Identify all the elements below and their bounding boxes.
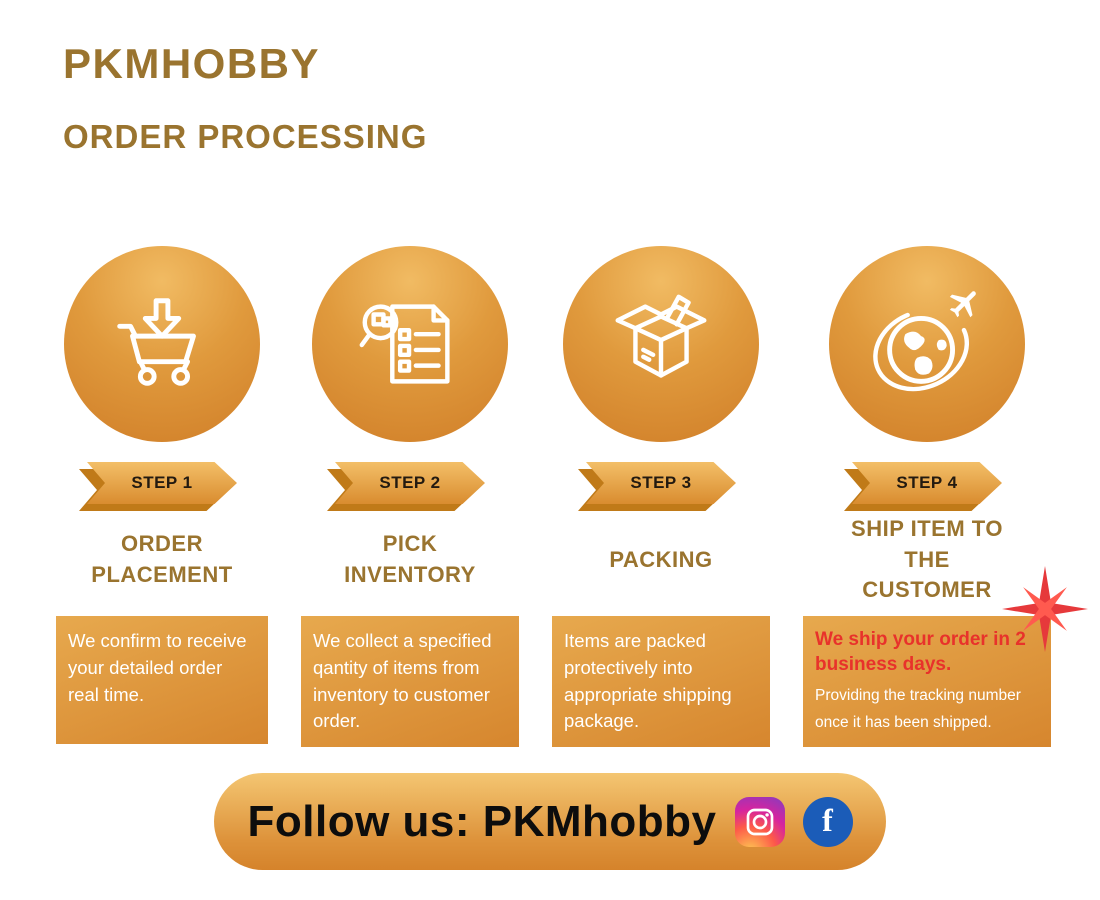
step-column-4: STEP 4 SHIP ITEM TO THE CUSTOMER We ship… xyxy=(803,246,1051,747)
instagram-icon[interactable] xyxy=(734,796,785,847)
description-text: We confirm to receive your detailed orde… xyxy=(68,630,247,705)
step-title: ORDER PLACEMENT xyxy=(91,531,233,587)
steps-row: STEP 1 ORDER PLACEMENT We confirm to rec… xyxy=(0,246,1100,748)
instagram-camera-glyph xyxy=(746,808,773,836)
description-text: Providing the tracking number once it ha… xyxy=(815,687,1021,732)
page-title: ORDER PROCESSING xyxy=(63,118,428,155)
step1-icon-circle xyxy=(64,246,260,442)
step-title: PICK INVENTORY xyxy=(344,531,476,587)
step2-description-box: We collect a specified qantity of items … xyxy=(301,616,519,748)
global-shipping-icon xyxy=(873,291,976,392)
step-title: PACKING xyxy=(609,546,713,572)
follow-banner: Follow us: PKMhobby f xyxy=(214,773,886,871)
step4-description-box: We ship your order in 2 business days. P… xyxy=(803,616,1051,747)
step4-badge: STEP 4 xyxy=(844,462,1002,511)
step2-badge: STEP 2 xyxy=(327,462,485,511)
description-highlight: We ship your order in 2 business days. xyxy=(815,629,1026,675)
step3-icon-circle xyxy=(563,246,759,442)
badge-ribbon: STEP 4 xyxy=(852,462,1002,504)
step-badge-label: STEP 2 xyxy=(379,473,441,492)
step-title: SHIP ITEM TO THE CUSTOMER xyxy=(851,515,1003,603)
badge-ribbon: STEP 2 xyxy=(335,462,485,504)
step-badge-label: STEP 4 xyxy=(896,473,958,492)
step1-description-box: We confirm to receive your detailed orde… xyxy=(56,616,268,744)
step4-icon-circle xyxy=(829,246,1025,442)
step2-icon-circle xyxy=(312,246,508,442)
step1-badge: STEP 1 xyxy=(79,462,237,511)
step-badge-label: STEP 3 xyxy=(630,473,692,492)
pick-inventory-icon xyxy=(359,304,450,384)
brand-title: PKMHOBBY xyxy=(63,40,321,87)
packing-box-icon xyxy=(615,294,707,378)
badge-ribbon: STEP 3 xyxy=(586,462,736,504)
step-badge-label: STEP 1 xyxy=(131,473,193,492)
follow-text: Follow us: PKMhobby xyxy=(247,796,717,846)
badge-ribbon: STEP 1 xyxy=(87,462,237,504)
step3-badge: STEP 3 xyxy=(578,462,736,511)
step-column-1: STEP 1 ORDER PLACEMENT We confirm to rec… xyxy=(56,246,268,747)
description-text: Items are packed protectively into appro… xyxy=(564,630,732,732)
facebook-f-glyph: f xyxy=(822,802,833,839)
cart-download-icon xyxy=(117,298,196,386)
facebook-icon[interactable]: f xyxy=(802,796,853,847)
description-text: We collect a specified qantity of items … xyxy=(313,630,492,732)
starburst-icon xyxy=(1002,566,1088,652)
footer: Follow us: PKMhobby f xyxy=(0,747,1100,871)
step-column-2: STEP 2 PICK INVENTORY We collect a speci… xyxy=(301,246,519,748)
step3-description-box: Items are packed protectively into appro… xyxy=(552,616,770,748)
header: PKMHOBBY ORDER PROCESSING xyxy=(0,0,1100,156)
step-column-3: STEP 3 PACKING Items are packed protecti… xyxy=(552,246,770,748)
